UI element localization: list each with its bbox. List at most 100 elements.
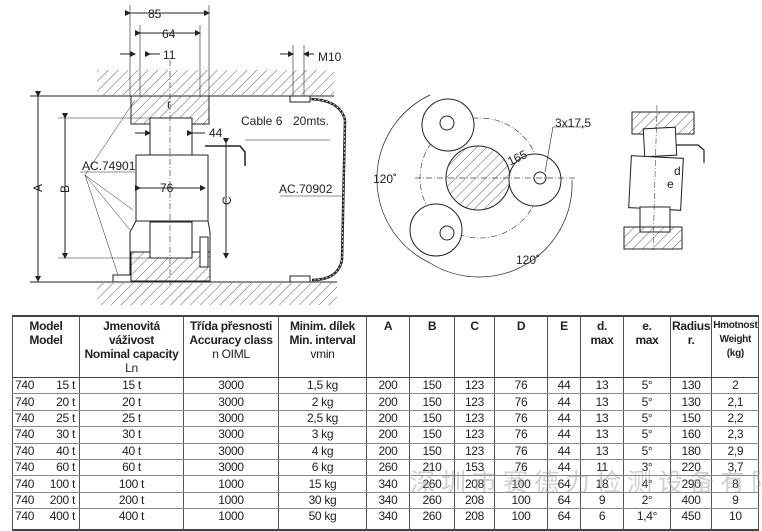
table-cell: 123 <box>454 393 495 411</box>
table-cell: 6 <box>580 508 624 531</box>
table-cell: 1,5 kg <box>278 377 367 395</box>
table-cell: 3 kg <box>278 426 367 444</box>
column-header: e.max <box>623 315 671 378</box>
table-cell: 76 <box>494 377 548 395</box>
column-header-line: Jmenovitá váživost <box>103 319 160 347</box>
column-header-line: vmin <box>310 347 335 361</box>
table-cell: 260 <box>409 508 455 531</box>
table-cell: 100 <box>494 475 548 493</box>
table-cell: 5° <box>623 393 671 411</box>
table-cell: 9 <box>711 492 760 510</box>
holes-label: 3x17,5 <box>555 116 591 130</box>
model-number: 740 <box>15 427 35 442</box>
model-cell: 740 25 t <box>12 410 80 428</box>
table-cell: 208 <box>454 475 495 493</box>
table-cell: 1000 <box>183 508 279 531</box>
column-header-line: E <box>560 319 568 333</box>
table-cell: 76 <box>494 426 548 444</box>
table-cell: 123 <box>454 377 495 395</box>
table-cell: 3000 <box>183 393 279 411</box>
table-cell: 153 <box>454 459 495 477</box>
column-header: E <box>547 315 581 378</box>
model-capacity: 400 t <box>49 509 76 524</box>
table-cell: 18 <box>580 475 624 493</box>
model-capacity: 40 t <box>56 443 75 458</box>
model-capacity: 20 t <box>56 394 75 409</box>
cable-label: Cable 6 <box>241 114 283 128</box>
table-cell: 6 kg <box>278 459 367 477</box>
table-cell: 180 <box>669 443 713 460</box>
table-cell: 260 <box>409 475 455 493</box>
column-header-line: A <box>383 319 393 333</box>
model-capacity: 30 t <box>56 427 75 442</box>
table-cell: 220 <box>669 459 713 477</box>
table-cell: 44 <box>547 393 581 411</box>
table-cell: 44 <box>547 410 581 428</box>
column-header-line: Model <box>29 333 63 347</box>
table-cell: 15 t <box>79 377 184 395</box>
table-cell: 2,9 <box>711 443 760 460</box>
column-header: d.max <box>580 315 624 378</box>
column-header-line: Weight <box>719 334 752 345</box>
table-cell: 260 <box>366 459 410 477</box>
column-header-line: Minim. dílek <box>289 319 356 333</box>
table-cell: 64 <box>547 475 581 493</box>
column-header-line: Accuracy class <box>189 333 273 347</box>
radius-r-label: r <box>167 97 171 111</box>
column-header-line: d. <box>596 319 608 333</box>
column-header-line: B <box>427 319 437 333</box>
table-cell: 3000 <box>183 410 279 428</box>
dim-44-label: 44 <box>209 126 223 140</box>
ac74901-label: AC.74901 <box>82 159 136 173</box>
column-header-line: Model <box>29 319 63 333</box>
top-view: 120˚ 120˚ 165 3x17,5 <box>373 94 591 278</box>
table-cell: 1,4° <box>623 508 671 531</box>
table-cell: 200 <box>366 393 410 411</box>
table-cell: 3000 <box>183 459 279 477</box>
column-header-line: D <box>516 319 526 333</box>
column-header-line: Nominal capacity <box>84 347 179 361</box>
table-cell: 10 <box>711 508 760 531</box>
table-cell: 340 <box>366 508 410 531</box>
column-header-line: r. <box>687 333 695 347</box>
table-cell: 2,3 <box>711 426 760 444</box>
model-cell: 740 40 t <box>12 443 80 460</box>
table-cell: 30 kg <box>278 492 367 510</box>
table-cell: 260 <box>409 492 455 510</box>
column-header-line: max <box>590 333 614 347</box>
column-header: D <box>494 315 548 378</box>
table-cell: 150 <box>409 377 455 395</box>
table-cell: 130 <box>669 393 713 411</box>
table-cell: 20 t <box>79 393 184 411</box>
table-cell: 150 <box>409 426 455 444</box>
model-capacity: 200 t <box>49 492 76 507</box>
table-cell: 150 <box>669 410 713 428</box>
model-number: 740 <box>15 394 35 409</box>
model-capacity: 25 t <box>56 410 75 425</box>
table-cell: 1000 <box>183 475 279 493</box>
table-cell: 3000 <box>183 377 279 395</box>
table-cell: 2,1 <box>711 393 760 411</box>
table-cell: 64 <box>547 492 581 510</box>
table-cell: 76 <box>494 459 548 477</box>
dim-76-label: 76 <box>160 181 174 195</box>
table-cell: 3,7 <box>711 459 760 477</box>
table-cell: 100 t <box>79 475 184 493</box>
table-cell: 8 <box>711 475 760 493</box>
table-cell: 13 <box>580 426 624 444</box>
model-number: 740 <box>15 443 35 458</box>
table-cell: 44 <box>547 443 581 460</box>
model-number: 740 <box>15 410 35 425</box>
dim-m10-label: M10 <box>318 50 342 64</box>
table-cell: 150 <box>409 393 455 411</box>
